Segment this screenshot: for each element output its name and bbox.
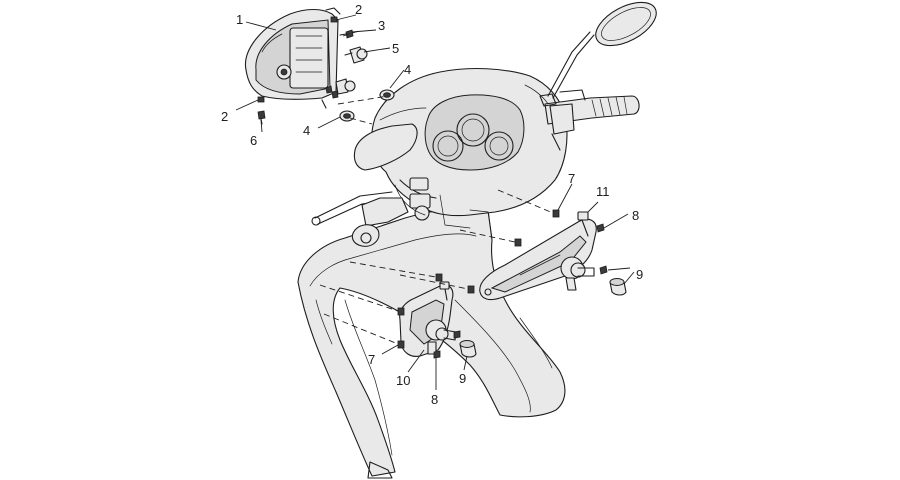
callout-8-lower: 8 <box>431 392 438 407</box>
screws <box>433 223 608 359</box>
callout-1: 1 <box>236 12 243 27</box>
callout-6: 6 <box>250 133 257 148</box>
clips <box>397 209 560 349</box>
callout-4-lower: 4 <box>303 123 310 138</box>
callout-7-upper: 7 <box>568 171 575 186</box>
assembly-lines <box>319 29 554 345</box>
left-turn-indicator <box>399 281 457 357</box>
callout-10: 10 <box>396 373 410 388</box>
callout-5: 5 <box>392 41 399 56</box>
callout-4-upper: 4 <box>404 62 411 77</box>
bulb-sockets <box>459 278 627 358</box>
callout-9-lower: 9 <box>459 371 466 386</box>
callout-3: 3 <box>378 18 385 33</box>
right-handlebar-grip <box>544 89 640 151</box>
right-turn-indicator <box>479 211 597 301</box>
leader-lines <box>235 14 635 390</box>
left-brake-lever <box>311 191 409 247</box>
headlight-assembly <box>244 7 341 109</box>
callout-11: 11 <box>596 184 610 199</box>
callout-2-left: 2 <box>221 109 228 124</box>
headlight-hardware <box>257 16 395 125</box>
callout-9-right: 9 <box>636 267 643 282</box>
mirror <box>539 1 657 107</box>
callout-8-right: 8 <box>632 208 639 223</box>
callout-2-top: 2 <box>355 2 362 17</box>
handlebar-cover <box>353 67 568 239</box>
callout-7-lower: 7 <box>368 352 375 367</box>
callout-labels: 1 2 3 5 4 2 4 6 7 11 8 9 7 10 9 8 <box>221 2 643 407</box>
front-leg-shield <box>297 207 566 479</box>
